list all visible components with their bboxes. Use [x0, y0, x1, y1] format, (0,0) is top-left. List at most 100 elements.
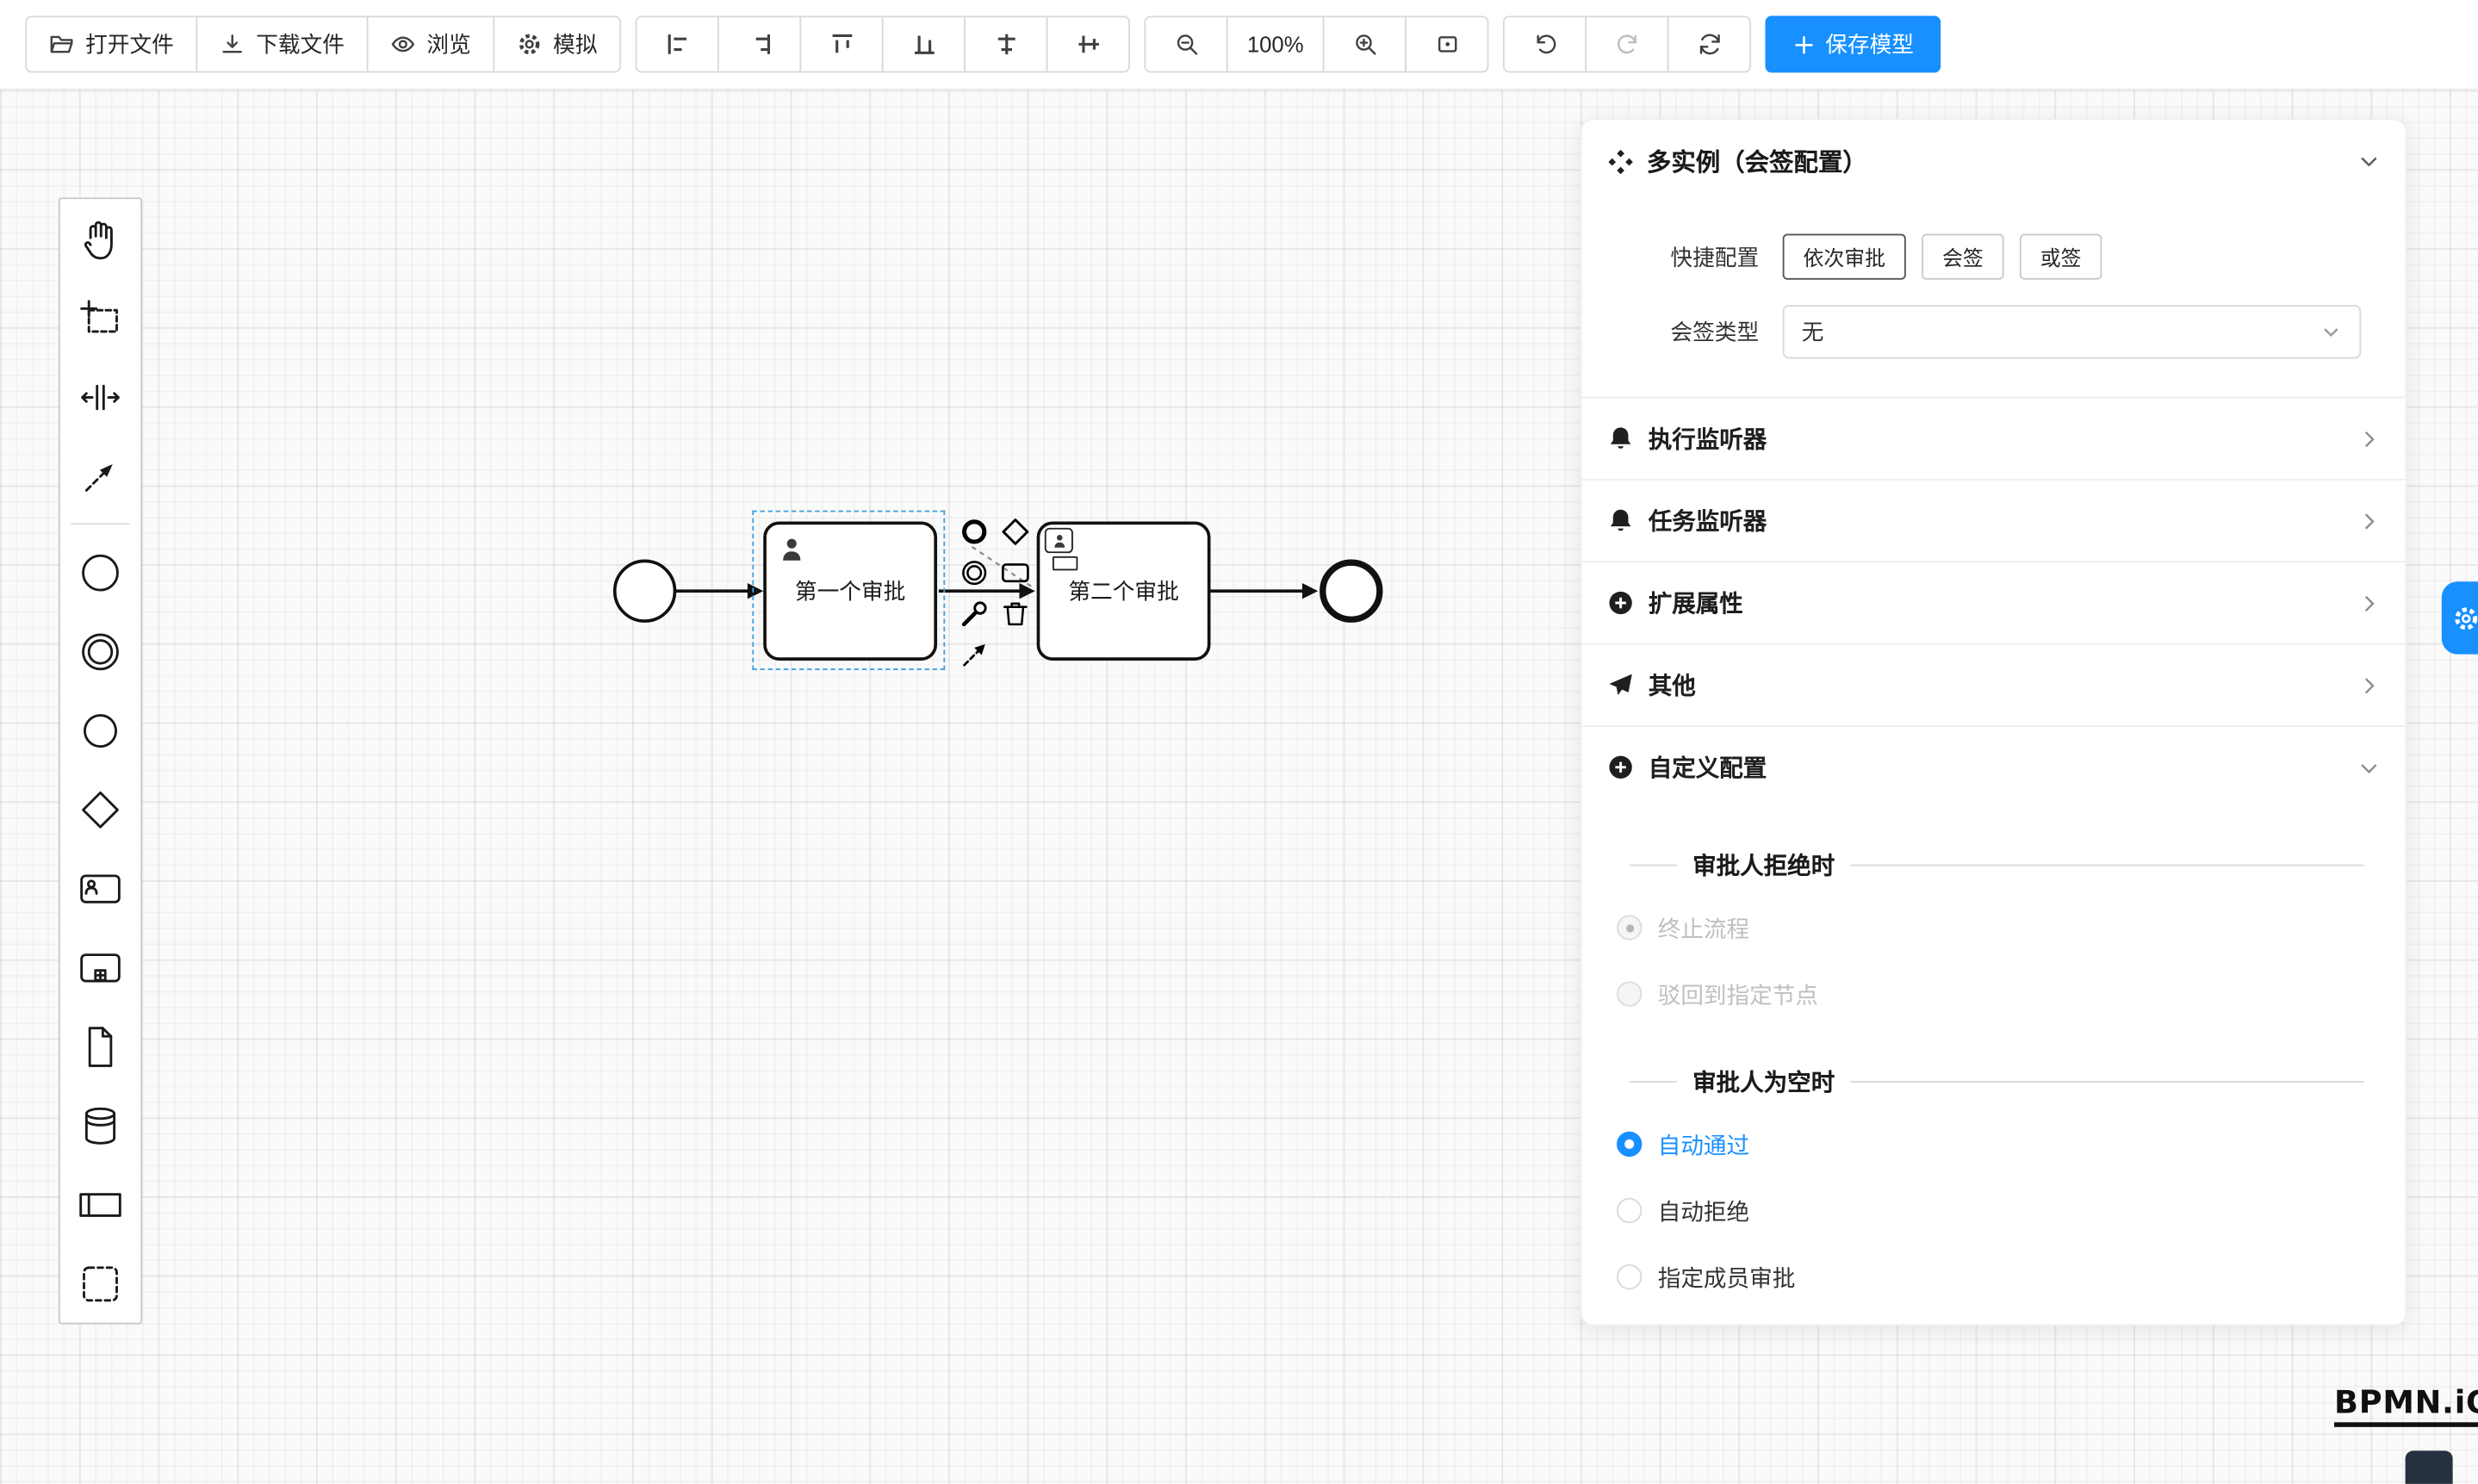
- align-center-horizontal-button[interactable]: [964, 16, 1048, 73]
- quick-option-sequential[interactable]: 依次审批: [1782, 233, 1906, 280]
- align-right-button[interactable]: [717, 16, 802, 73]
- end-event-shape[interactable]: [1320, 559, 1383, 623]
- global-connect-tool[interactable]: [60, 436, 141, 515]
- section-task-listener[interactable]: 任务监听器: [1581, 478, 2406, 561]
- align-left-button[interactable]: [635, 16, 719, 73]
- sign-type-select[interactable]: 无: [1782, 305, 2362, 359]
- create-group[interactable]: [60, 1244, 141, 1323]
- bell-icon: [1610, 509, 1631, 531]
- redo-button[interactable]: [1585, 16, 1669, 73]
- chevron-down-icon: [2361, 157, 2377, 167]
- eye-icon: [391, 36, 415, 53]
- group-icon: [83, 1265, 118, 1301]
- radio-button[interactable]: [1617, 1264, 1643, 1290]
- radio-button[interactable]: [1617, 981, 1643, 1007]
- append-task-button[interactable]: [994, 551, 1035, 593]
- context-pad: [953, 511, 1034, 675]
- fit-viewport-button[interactable]: [1405, 16, 1489, 73]
- radio-return-to-node[interactable]: 驳回到指定节点: [1604, 961, 2364, 1028]
- task-marker: [1052, 556, 1078, 571]
- settings-side-tab[interactable]: [2441, 581, 2478, 655]
- align-bottom-icon: [914, 35, 934, 54]
- corner-widget[interactable]: [2405, 1450, 2453, 1484]
- create-start-event[interactable]: [60, 532, 141, 612]
- section-custom-config[interactable]: 自定义配置: [1581, 725, 2406, 807]
- align-bottom-button[interactable]: [881, 16, 966, 73]
- create-end-event[interactable]: [60, 691, 141, 770]
- drag-hint-line: [971, 545, 1034, 589]
- simulate-label: 模拟: [553, 31, 598, 58]
- download-file-button[interactable]: 下载文件: [196, 16, 369, 73]
- delete-button[interactable]: [994, 593, 1035, 634]
- radio-terminate-process[interactable]: 终止流程: [1604, 895, 2364, 961]
- radio-auto-pass[interactable]: 自动通过: [1604, 1111, 2364, 1177]
- radio-button[interactable]: [1617, 915, 1643, 941]
- zoom-group: 100%: [1144, 16, 1489, 73]
- datastore-icon: [84, 1107, 116, 1144]
- change-type-button[interactable]: [953, 593, 994, 634]
- task-second-approval[interactable]: 第二个审批: [1036, 521, 1211, 661]
- save-model-button[interactable]: 保存模型: [1765, 16, 1941, 73]
- download-file-label: 下载文件: [256, 31, 345, 58]
- folder-open-icon: [50, 35, 73, 53]
- align-left-icon: [667, 34, 686, 54]
- radio-auto-reject[interactable]: 自动拒绝: [1604, 1177, 2364, 1244]
- quick-option-orsign[interactable]: 或签: [2019, 233, 2102, 280]
- diagram-canvas[interactable]: 第一个审批: [0, 90, 2478, 1484]
- bell-icon: [1610, 427, 1631, 449]
- radio-label: 驳回到指定节点: [1657, 984, 1818, 1009]
- preview-button[interactable]: 浏览: [366, 16, 495, 73]
- undo-icon: [1536, 34, 1556, 54]
- section-label: 自定义配置: [1648, 755, 1767, 783]
- simulate-button[interactable]: 模拟: [493, 16, 622, 73]
- connect-button[interactable]: [953, 634, 994, 675]
- task-first-approval[interactable]: 第一个审批: [763, 521, 938, 661]
- space-tool[interactable]: [60, 357, 141, 437]
- connect-arrow-icon: [962, 643, 984, 666]
- hand-tool[interactable]: [60, 199, 141, 278]
- bpmn-io-logo[interactable]: BPMN.iO: [2334, 1382, 2478, 1427]
- align-top-button[interactable]: [799, 16, 884, 73]
- gear-icon: [519, 34, 540, 55]
- quick-option-countersign[interactable]: 会签: [1922, 233, 2004, 280]
- zoom-in-button[interactable]: [1322, 16, 1407, 73]
- append-gateway-button[interactable]: [994, 511, 1035, 552]
- plus-icon: [1795, 35, 1813, 53]
- create-datastore[interactable]: [60, 1086, 141, 1165]
- section-extended-properties[interactable]: 扩展属性: [1581, 561, 2406, 643]
- create-user-task[interactable]: [60, 848, 141, 928]
- section-label: 任务监听器: [1648, 508, 1767, 537]
- palette: [58, 197, 143, 1325]
- start-event-icon: [82, 553, 119, 591]
- create-document[interactable]: [60, 1007, 141, 1086]
- zoom-out-button[interactable]: [1144, 16, 1228, 73]
- create-participant[interactable]: [60, 1164, 141, 1244]
- append-end-event-button[interactable]: [953, 511, 994, 552]
- open-file-button[interactable]: 打开文件: [25, 16, 198, 73]
- task-icon: [1001, 562, 1028, 582]
- multi-instance-header[interactable]: 多实例（会签配置）: [1582, 120, 2406, 202]
- section-execution-listener[interactable]: 执行监听器: [1581, 396, 2406, 479]
- append-intermediate-event-button[interactable]: [953, 551, 994, 593]
- gateway-icon: [82, 791, 119, 828]
- toolbar: 打开文件 下载文件 浏览 模拟: [0, 0, 2478, 90]
- start-event-shape[interactable]: [612, 559, 677, 623]
- section-other[interactable]: 其他: [1581, 643, 2406, 725]
- create-intermediate-event[interactable]: [60, 612, 141, 691]
- align-center-vertical-button[interactable]: [1046, 16, 1130, 73]
- sequence-flow-1[interactable]: [674, 589, 751, 593]
- undo-button[interactable]: [1502, 16, 1587, 73]
- radio-designated-member[interactable]: 指定成员审批: [1604, 1244, 2364, 1310]
- participant-icon: [79, 1192, 121, 1216]
- radio-button[interactable]: [1617, 1131, 1643, 1158]
- sequence-flow-2[interactable]: [938, 589, 1022, 593]
- create-gateway[interactable]: [60, 770, 141, 849]
- radio-button[interactable]: [1617, 1197, 1643, 1224]
- selection-outline: [752, 510, 946, 670]
- align-center-horizontal-icon: [997, 34, 1015, 55]
- create-subprocess[interactable]: [60, 928, 141, 1007]
- refresh-button[interactable]: [1667, 16, 1751, 73]
- sequence-flow-3[interactable]: [1210, 589, 1306, 593]
- lasso-tool[interactable]: [60, 278, 141, 357]
- panel-title: 多实例（会签配置）: [1646, 150, 1867, 177]
